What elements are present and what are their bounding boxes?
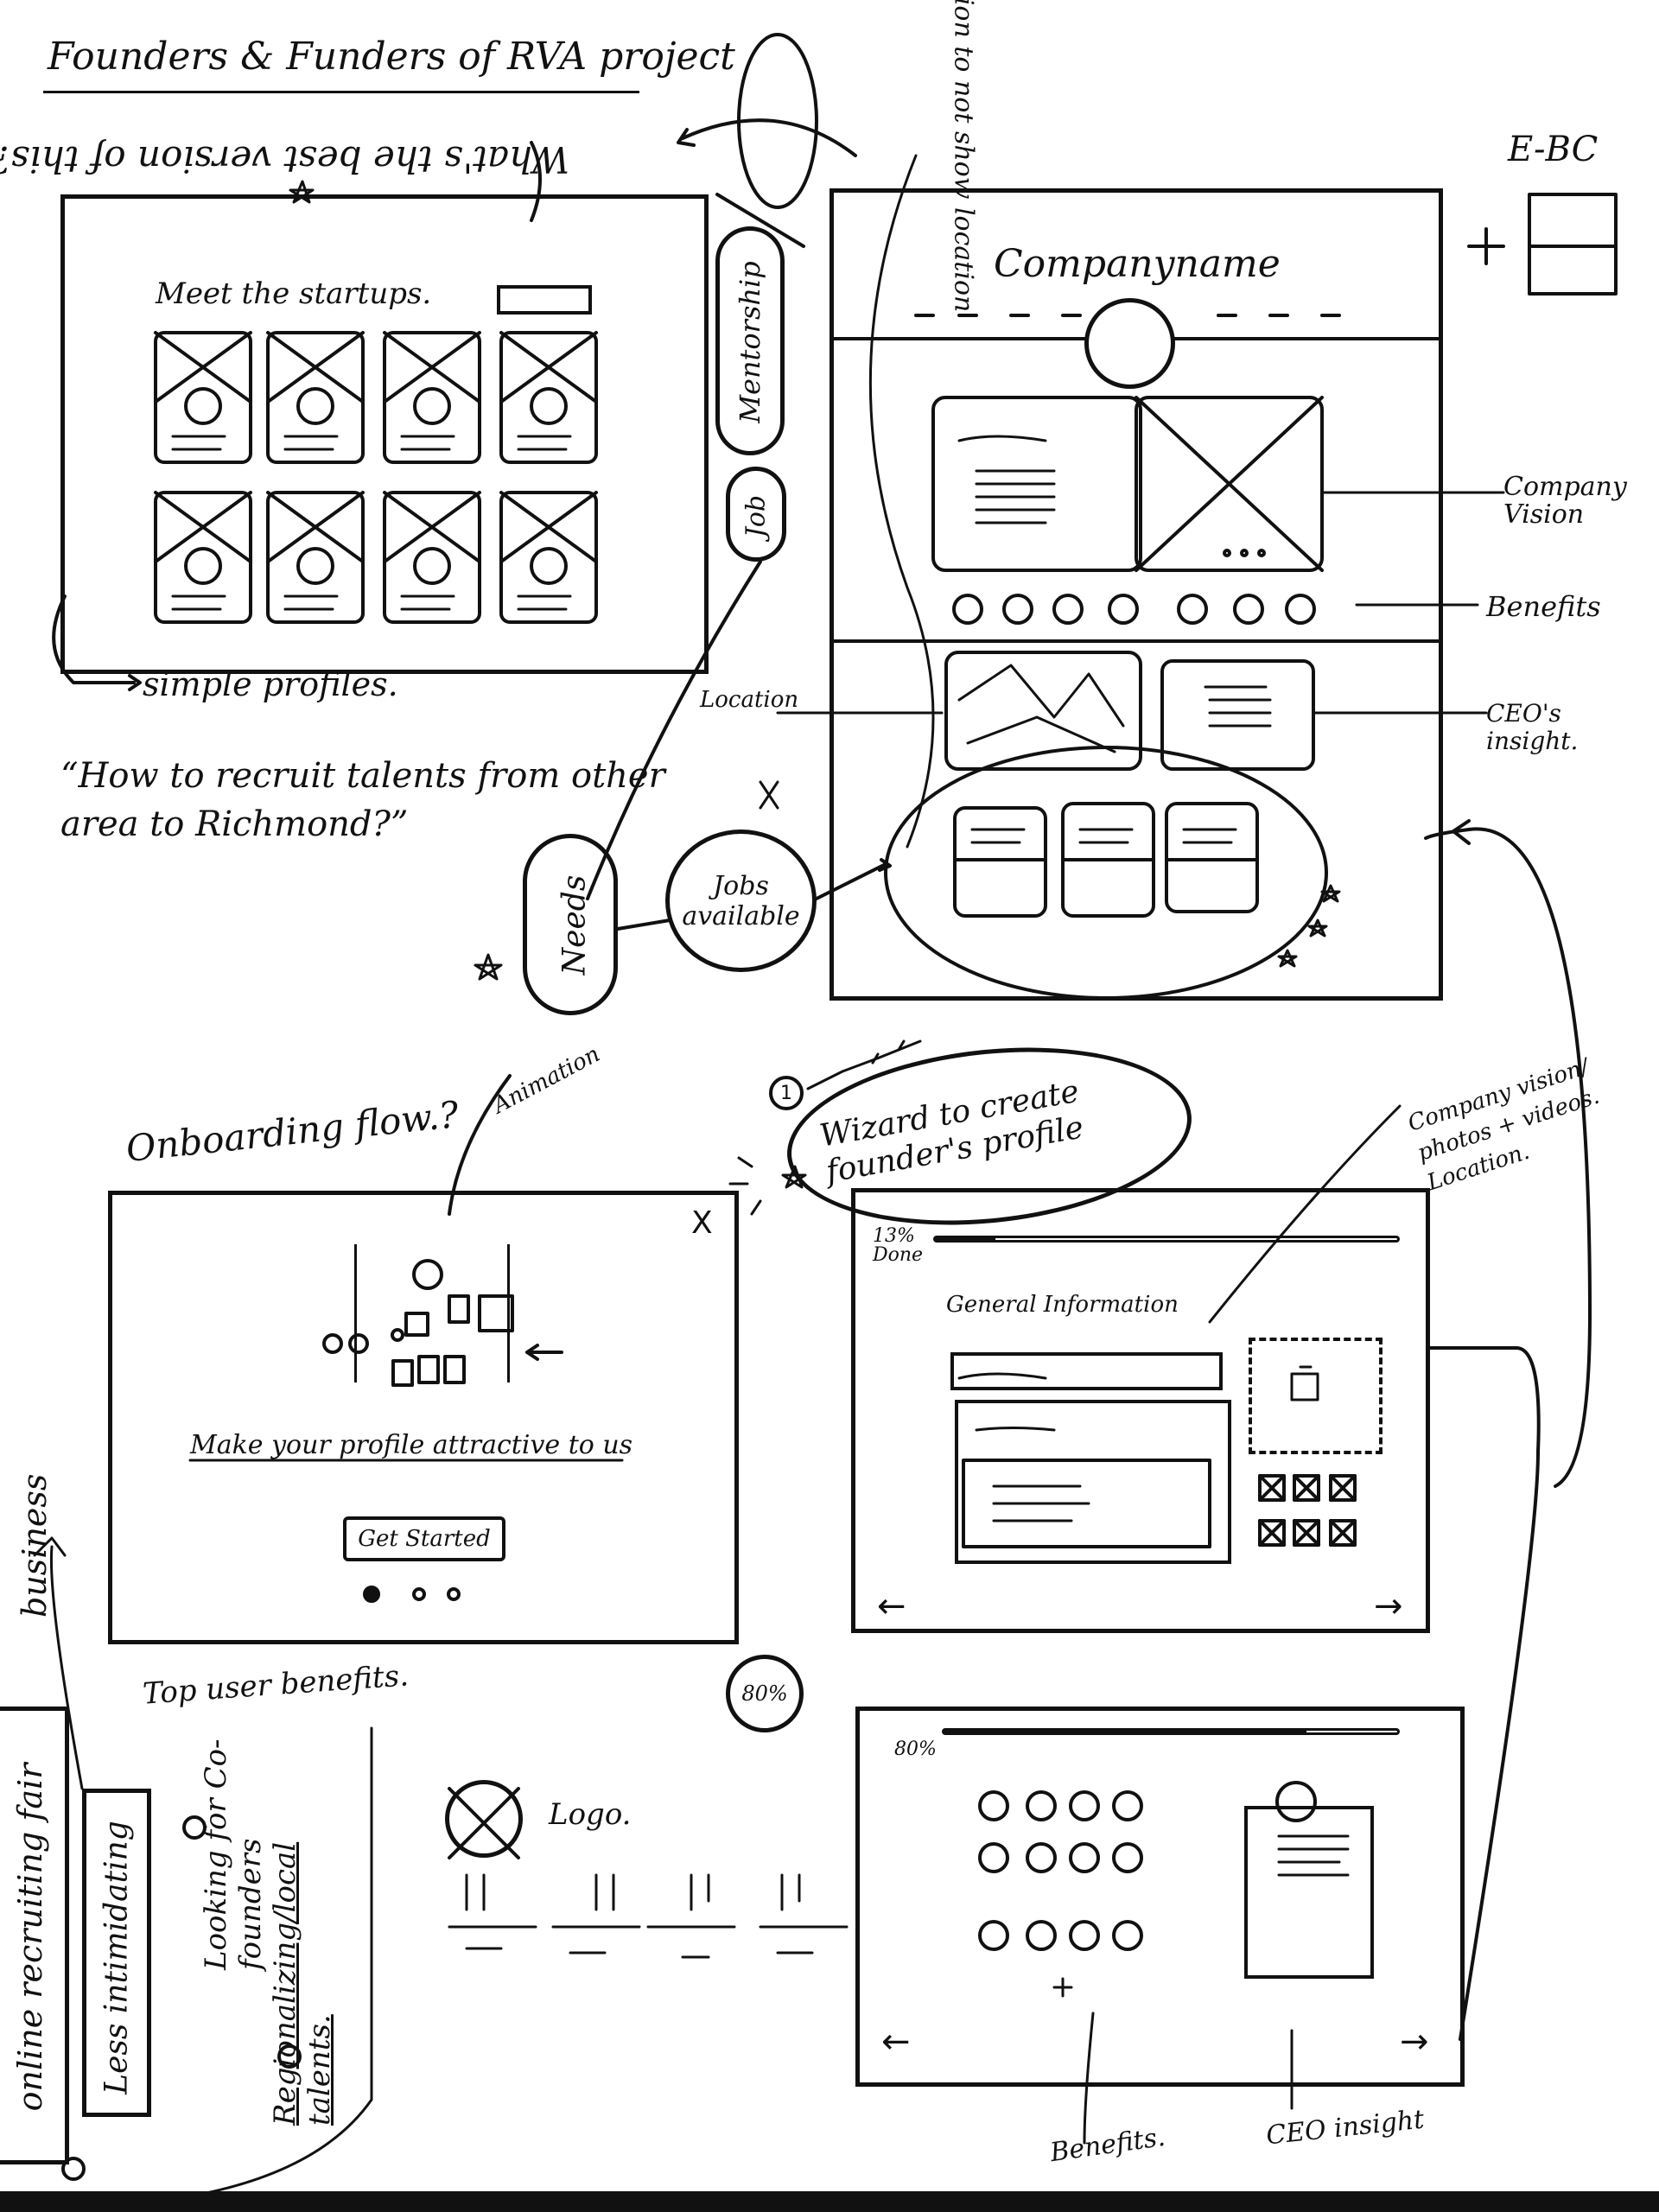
- jobs-available-bubble: Jobs available: [665, 830, 817, 972]
- company-vision-note: Company Vision: [1503, 472, 1627, 530]
- ebc-note: E-BC: [1508, 130, 1599, 169]
- best-version-question: What's the best version of this?: [0, 138, 570, 181]
- logo-label: Logo.: [549, 1797, 632, 1832]
- benefit-box-online-fair: online recruiting fair: [0, 1707, 69, 2164]
- needs-bubble: Needs: [523, 834, 618, 1015]
- benefit-box-less-intimidating: Less intimidating: [82, 1789, 151, 2117]
- wizard-step2-progress: 80%: [894, 1738, 937, 1760]
- get-started-label: Get Started: [358, 1526, 491, 1552]
- wizard-fields-note: Company vision/ photos + videos. Locatio…: [1404, 1053, 1603, 1197]
- page-title: Founders & Funders of RVA project: [48, 35, 735, 79]
- job-tab[interactable]: Job: [726, 467, 786, 562]
- progress-badge-80: 80%: [726, 1655, 804, 1732]
- location-note: Location: [700, 687, 799, 713]
- ceo-insight-step-note: CEO insight: [1264, 2104, 1426, 2152]
- wizard-step2-next-arrow[interactable]: →: [1400, 2022, 1429, 2062]
- profile-section-divider: [830, 639, 1443, 643]
- ceo-insight-card: [1244, 1806, 1374, 1979]
- ebc-card: [1528, 193, 1618, 296]
- benefits-note: Benefits: [1486, 590, 1601, 623]
- top-user-benefits-label: Top user benefits.: [141, 1658, 410, 1712]
- logo-circle: [445, 1780, 523, 1858]
- onboarding-modal-frame: [108, 1191, 739, 1644]
- business-side-text: business: [16, 1473, 54, 1618]
- wizard-step1-prev-arrow[interactable]: ←: [877, 1586, 906, 1626]
- needs-label: Needs: [556, 874, 593, 976]
- onboarding-headline: Make your profile attractive to us: [190, 1430, 633, 1460]
- filter-button[interactable]: [497, 285, 592, 315]
- jobs-available-label: Jobs available: [682, 870, 800, 931]
- scan-bottom-edge: [0, 2191, 1659, 2212]
- option-hide-location-note: option to not show location: [948, 0, 979, 313]
- mentorship-tab[interactable]: Mentorship: [715, 226, 785, 455]
- startups-heading: Meet the startups.: [156, 276, 432, 311]
- general-information-title: General Information: [946, 1292, 1179, 1318]
- animation-note: Animation: [488, 1041, 605, 1119]
- mentorship-tab-label: Mentorship: [734, 261, 766, 423]
- progress-badge-label: 80%: [741, 1681, 788, 1706]
- simple-profiles-note: simple profiles.: [143, 665, 398, 703]
- company-logo-avatar: [1084, 298, 1175, 389]
- wizard-step1-progress-fill: [936, 1238, 996, 1240]
- benefit-less-intimidating: Less intimidating: [99, 1821, 135, 2094]
- ceo-insight-note: CEO's insight.: [1486, 699, 1579, 755]
- job-tab-label: Job: [741, 494, 772, 538]
- company-name-field[interactable]: [950, 1352, 1223, 1390]
- recruit-question-quote: “How to recruit talents from other area …: [60, 756, 665, 844]
- description-field[interactable]: [955, 1400, 1231, 1564]
- benefits-step-note: Benefits.: [1048, 2121, 1167, 2169]
- wizard-step2-progress-fill: [944, 1731, 1307, 1732]
- onboarding-close-button[interactable]: X: [691, 1205, 713, 1241]
- get-started-button[interactable]: Get Started: [343, 1516, 505, 1561]
- wizard-step2-prev-arrow[interactable]: ←: [881, 2022, 911, 2062]
- wizard-step1-progress: 13% Done: [873, 1225, 924, 1266]
- benefit-local-talents: Regionalizing/local talents.: [268, 1841, 337, 2126]
- loop-arrow-ellipse: [737, 33, 818, 209]
- wizard-step1-progress-bar: [933, 1236, 1400, 1243]
- step-number-badge: 1: [769, 1076, 804, 1110]
- startups-screen-frame: [60, 194, 709, 674]
- title-underline: [43, 91, 639, 93]
- company-name: Companyname: [994, 242, 1281, 286]
- wizard-step2-progress-bar: [942, 1728, 1400, 1735]
- photo-upload-area[interactable]: [1249, 1338, 1382, 1454]
- onboarding-flow-label: Onboarding flow.?: [124, 1092, 461, 1171]
- animation-area: [354, 1244, 510, 1382]
- wizard-step1-next-arrow[interactable]: →: [1374, 1586, 1403, 1626]
- benefit-online-fair: online recruiting fair: [11, 1763, 49, 2112]
- benefit-cofounders: Looking for Co-founders: [199, 1738, 268, 1970]
